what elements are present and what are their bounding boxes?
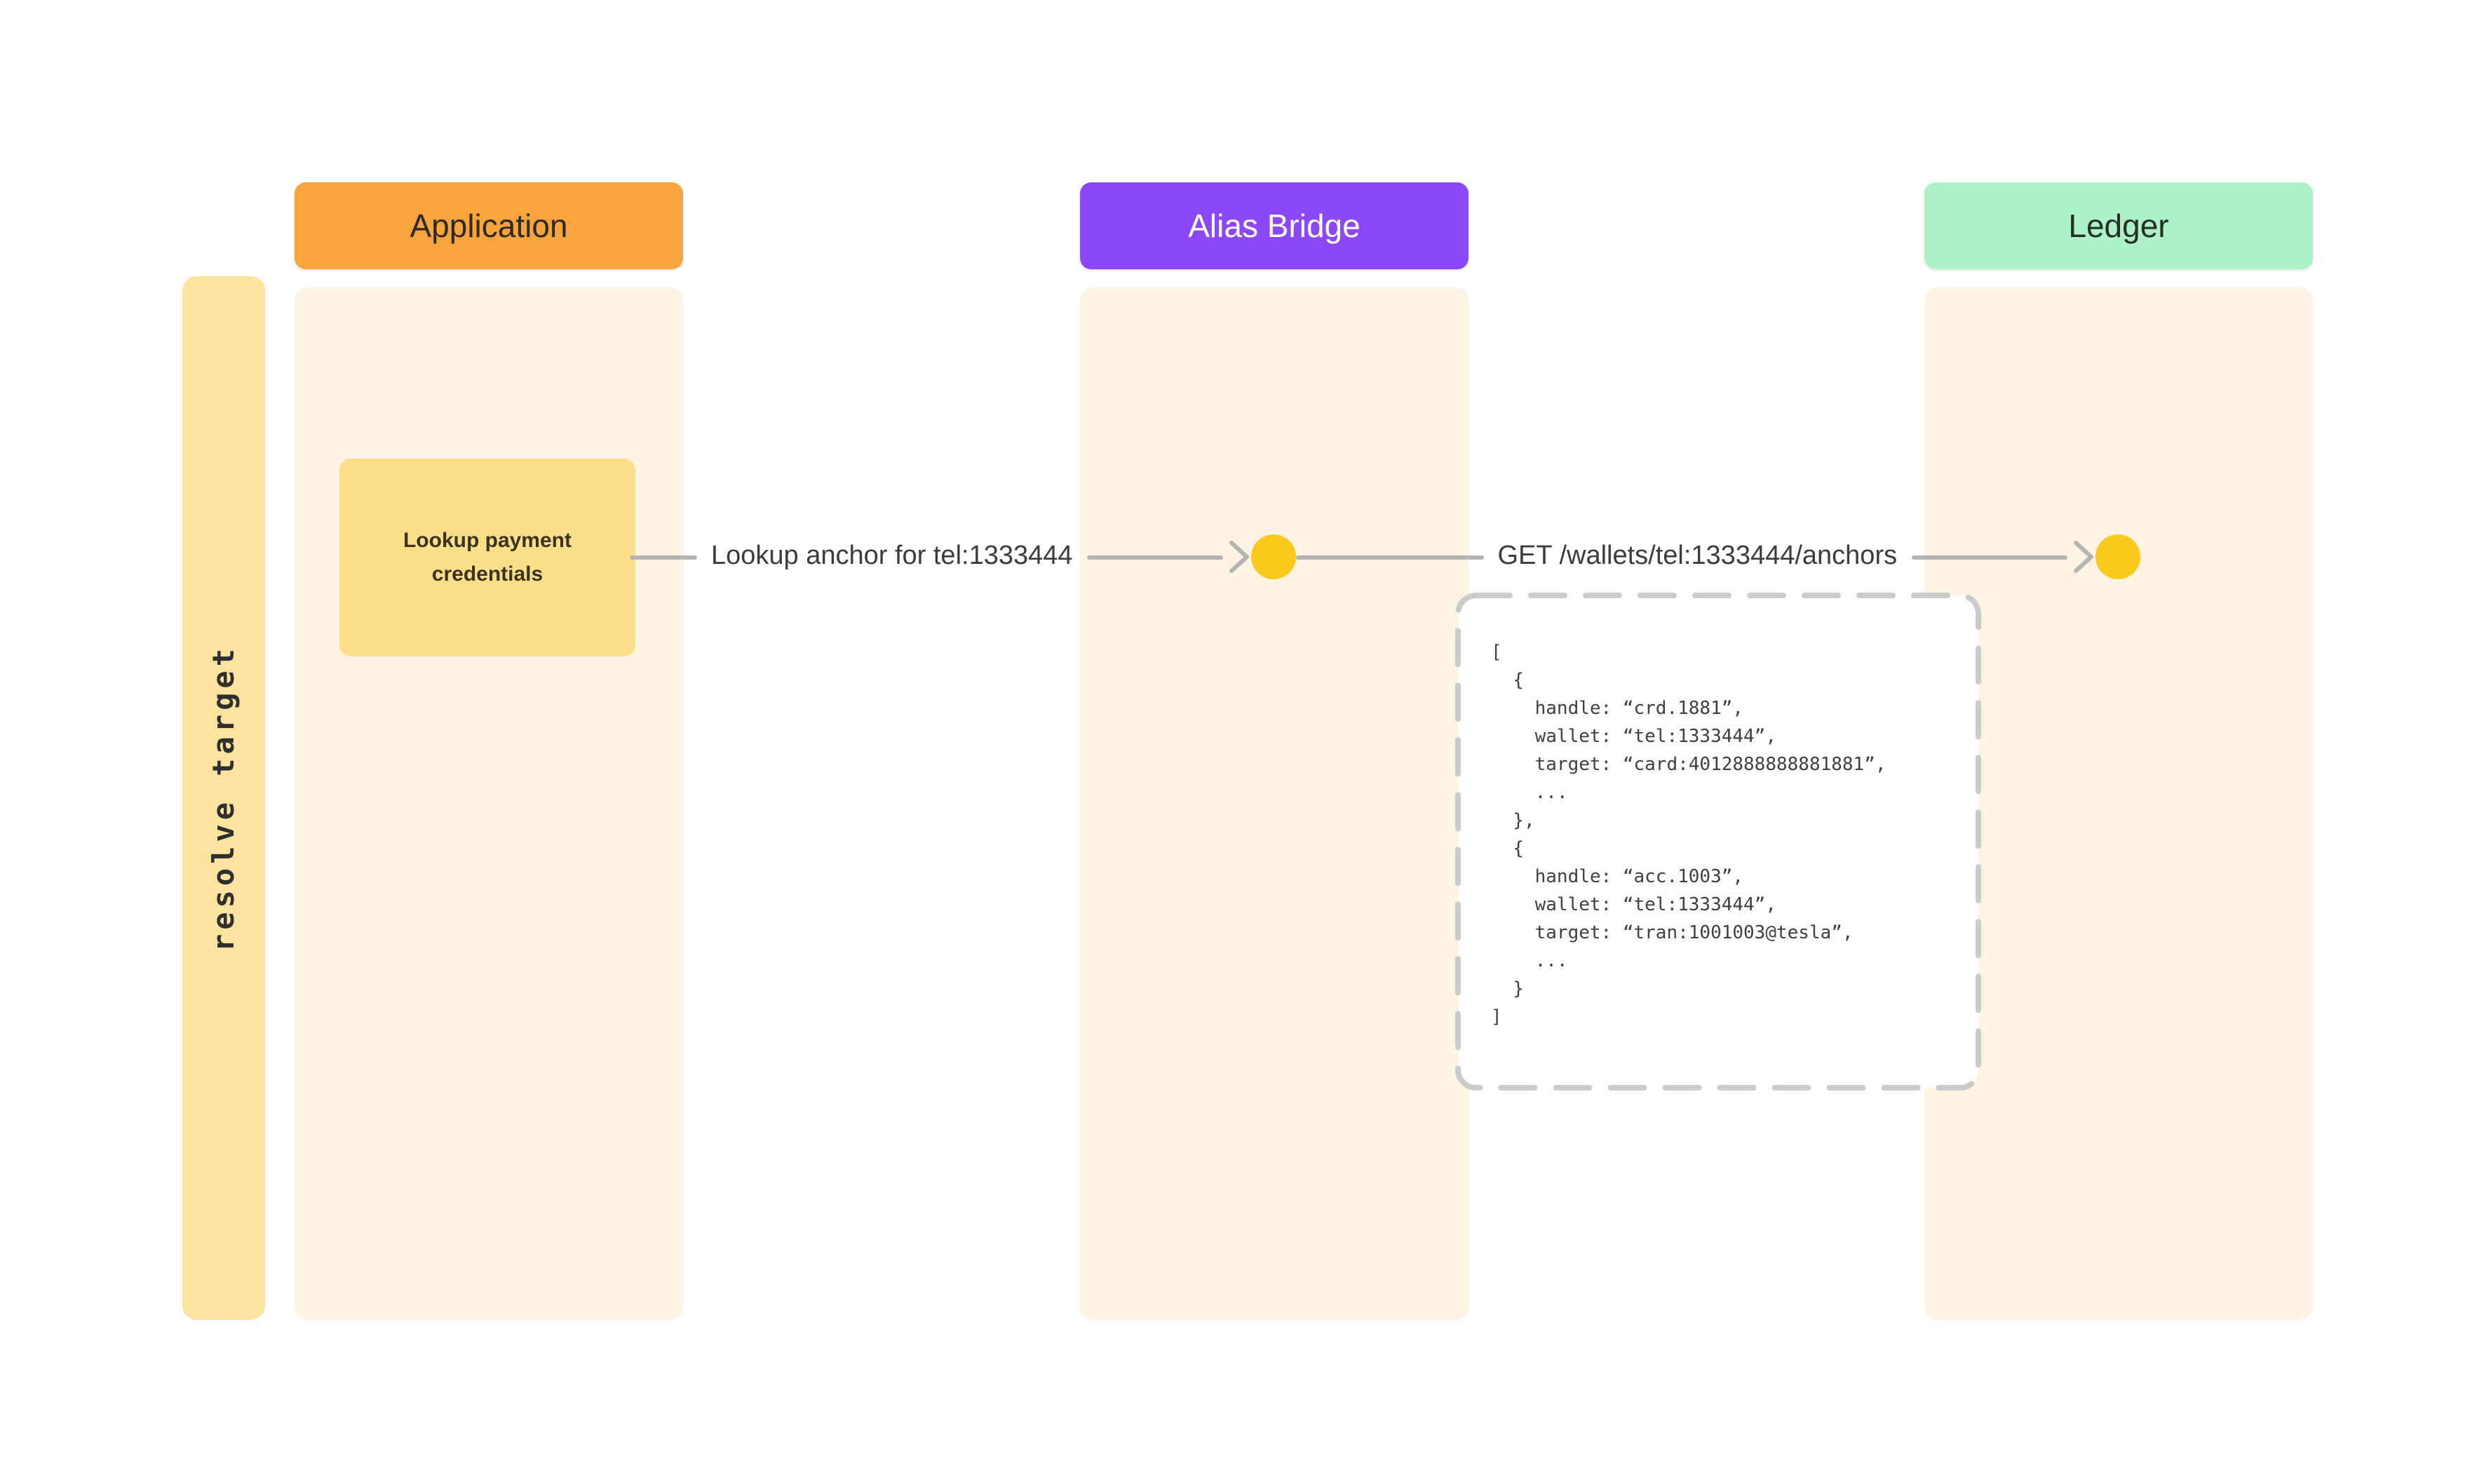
- arrowhead-icon: [2074, 541, 2093, 573]
- header-ledger[interactable]: Ledger: [1924, 182, 2313, 269]
- header-ledger-label: Ledger: [2068, 207, 2169, 243]
- lane-ledger[interactable]: [1924, 288, 2313, 1320]
- phase-bar-resolve-target[interactable]: resolve target: [182, 276, 265, 1320]
- lane-alias-bridge[interactable]: [1080, 288, 1469, 1320]
- message-arrow-get-anchors[interactable]: GET /wallets/tel:1333444/anchors: [1296, 534, 2095, 579]
- endpoint-dot-alias-bridge[interactable]: [1251, 534, 1296, 579]
- message-label: GET /wallets/tel:1333444/anchors: [1497, 541, 1898, 571]
- phase-label: resolve target: [207, 644, 241, 952]
- arrowhead-icon: [1229, 541, 1249, 573]
- endpoint-dot-ledger[interactable]: [2095, 534, 2140, 579]
- message-arrow-lookup-anchor[interactable]: Lookup anchor for tel:1333444: [630, 534, 1251, 579]
- sticky-note-lookup-credentials[interactable]: Lookup payment credentials: [339, 459, 635, 656]
- lane-application[interactable]: [295, 288, 683, 1320]
- dashed-border: [1455, 593, 1981, 1091]
- response-code-block[interactable]: [ { handle: “crd.1881”, wallet: “tel:133…: [1454, 592, 1982, 1091]
- connector-line: [1296, 555, 1484, 559]
- connector-line: [1911, 555, 2067, 559]
- connector-line: [1086, 555, 1223, 559]
- sticky-note-label: Lookup payment credentials: [403, 528, 572, 586]
- header-application-label: Application: [410, 207, 568, 243]
- header-alias-bridge[interactable]: Alias Bridge: [1080, 182, 1469, 269]
- header-alias-bridge-label: Alias Bridge: [1188, 207, 1361, 243]
- code-text: [ { handle: “crd.1881”, wallet: “tel:133…: [1491, 642, 1886, 1028]
- message-label: Lookup anchor for tel:1333444: [711, 541, 1073, 571]
- header-application[interactable]: Application: [295, 182, 683, 269]
- connector-line: [630, 555, 697, 559]
